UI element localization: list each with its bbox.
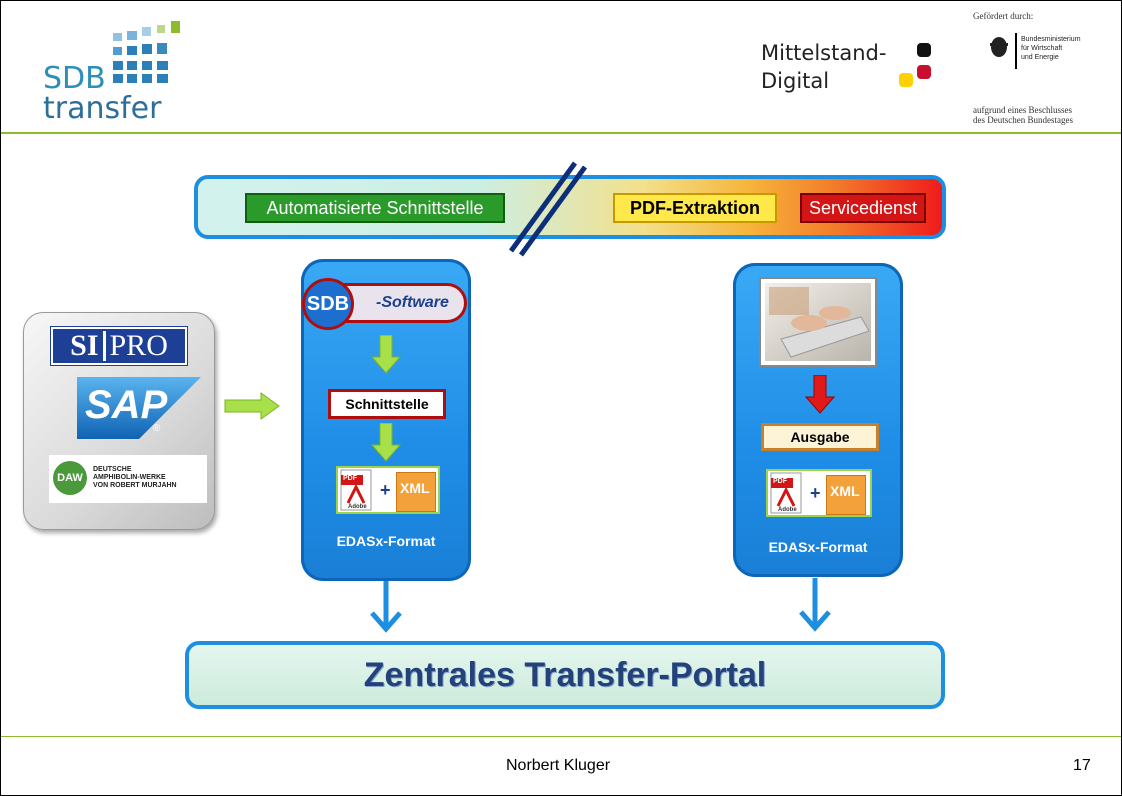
adobe-label: Adobe <box>778 507 797 513</box>
decision-line: aufgrund eines Beschlusses <box>973 105 1072 115</box>
portal-label: Zentrales Transfer-Portal <box>363 655 767 694</box>
federal-eagle-icon <box>990 37 1008 57</box>
pdf-xml-files: PDF Adobe + XML <box>766 469 872 517</box>
sdb-software-panel: SDB -Software Schnittstelle PDF Adobe + … <box>301 259 471 581</box>
funding-label: Gefördert durch: <box>973 11 1034 21</box>
mittelstand-dots-icon <box>899 43 931 87</box>
decision-line: des Deutschen Bundestages <box>973 115 1073 125</box>
format-label: EDASx-Format <box>768 539 868 555</box>
service-panel: Ausgabe PDF Adobe + XML EDASx-Format <box>733 263 903 577</box>
sap-logo: SAP ® <box>77 377 201 439</box>
arrow-right-icon <box>224 392 280 420</box>
interface-label: Schnittstelle <box>328 389 446 419</box>
mittelstand-digital-logo: Mittelstand- Digital <box>761 39 941 103</box>
ministry-line: für Wirtschaft <box>1021 45 1063 52</box>
tag-automated-interface: Automatisierte Schnittstelle <box>245 193 505 223</box>
sdb-logo-line1: SDB <box>43 61 106 96</box>
sdb-badge: SDB <box>302 278 354 330</box>
sap-logo-text: SAP <box>85 383 168 427</box>
arrow-down-icon <box>371 423 401 462</box>
pdf-xml-files: PDF Adobe + XML <box>336 466 440 514</box>
pdf-label: PDF <box>343 475 357 482</box>
daw-line: VON ROBERT MURJAHN <box>93 482 177 489</box>
transfer-portal: Zentrales Transfer-Portal <box>185 641 945 709</box>
sdb-logo-squares-icon <box>113 21 180 83</box>
sap-logo-reg: ® <box>153 423 161 434</box>
format-label: EDASx-Format <box>336 533 436 549</box>
sipro-logo: SI PRO <box>50 326 188 366</box>
ministry-line: und Energie <box>1021 54 1059 61</box>
arrow-down-icon <box>371 335 401 374</box>
sdb-software-pill: SDB -Software <box>302 278 467 330</box>
sipro-logo-si: SI <box>70 331 106 361</box>
sap-logo-shape-icon <box>77 377 201 439</box>
plus-sign: + <box>810 483 821 503</box>
daw-badge: DAW <box>53 461 87 495</box>
keyboard-typing-icon <box>765 283 871 361</box>
software-label: -Software <box>376 294 449 311</box>
daw-logo: DAW DEUTSCHE AMPHIBOLIN-WERKE VON ROBERT… <box>49 455 207 503</box>
daw-line: DEUTSCHE <box>93 466 132 473</box>
arrow-down-blue-icon <box>370 581 402 633</box>
daw-name: DEUTSCHE AMPHIBOLIN-WERKE VON ROBERT MUR… <box>93 466 177 490</box>
sdb-transfer-logo: SDB transfer <box>41 19 191 129</box>
break-slash-icon <box>508 161 588 257</box>
plus-sign: + <box>380 480 391 500</box>
funding-divider <box>1015 33 1017 69</box>
arrow-down-blue-icon <box>799 578 831 632</box>
pdf-file-icon <box>770 472 802 514</box>
output-label: Ausgabe <box>761 423 879 451</box>
arrow-down-red-icon <box>805 375 835 414</box>
mittelstand-line1: Mittelstand- <box>761 41 887 65</box>
source-systems: SI PRO SAP ® DAW DEUTSCHE AMPHIBOLIN-WER… <box>23 312 215 530</box>
header-divider <box>1 132 1121 134</box>
daw-line: AMPHIBOLIN-WERKE <box>93 474 166 481</box>
pdf-label: PDF <box>773 478 787 485</box>
page-number: 17 <box>1073 757 1091 774</box>
adobe-label: Adobe <box>348 504 367 510</box>
footer-author: Norbert Kluger <box>506 757 611 774</box>
ministry-name: Bundesministerium für Wirtschaft und Ene… <box>1021 35 1081 62</box>
decision-text: aufgrund eines Beschlusses des Deutschen… <box>973 105 1073 125</box>
xml-file-icon <box>826 475 866 515</box>
sipro-logo-pro: PRO <box>109 329 168 362</box>
footer-divider <box>1 736 1121 737</box>
mittelstand-line2: Digital <box>761 69 830 93</box>
funding-notice: Gefördert durch: Bundesministerium für W… <box>973 11 1113 129</box>
xml-file-icon <box>396 472 436 512</box>
xml-label: XML <box>400 480 430 496</box>
ministry-line: Bundesministerium <box>1021 36 1081 43</box>
tag-service: Servicedienst <box>800 193 926 223</box>
sdb-logo-line2: transfer <box>43 91 162 126</box>
typing-photo <box>759 277 877 367</box>
tag-pdf-extraction: PDF-Extraktion <box>613 193 777 223</box>
pdf-file-icon <box>340 469 372 511</box>
xml-label: XML <box>830 483 860 499</box>
